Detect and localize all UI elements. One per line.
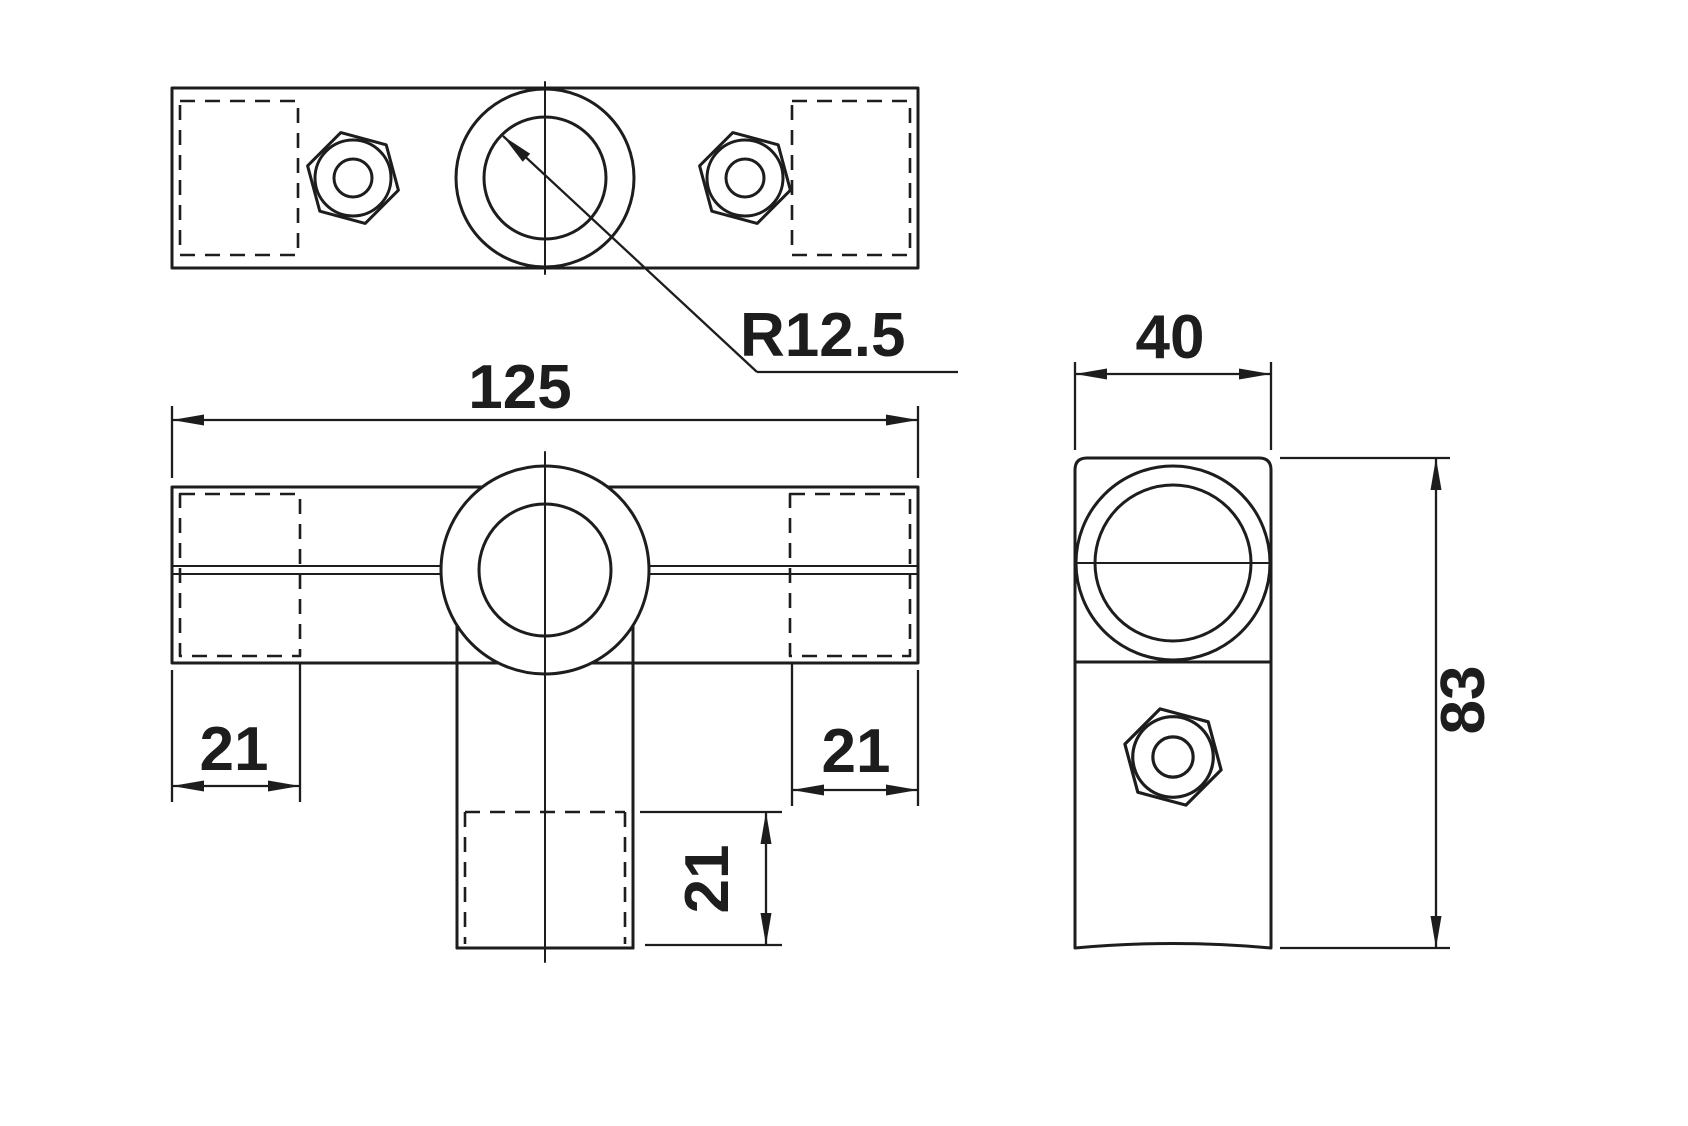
top-view-left-socket-hidden — [178, 99, 300, 257]
top-view-right-socket-hidden — [790, 99, 912, 257]
side-width-label: 40 — [1136, 303, 1205, 372]
socket-right-label: 21 — [822, 717, 891, 786]
hex-nut-right — [698, 131, 792, 225]
dimension-radius: R12.5 — [502, 135, 958, 374]
dimension-overall-width: 125 — [170, 353, 920, 478]
dimensions: R12.5 125 21 21 21 — [170, 135, 1498, 950]
socket-left-label: 21 — [200, 715, 269, 784]
radius-leader-line — [502, 135, 758, 373]
dimension-socket-left: 21 — [170, 664, 302, 802]
top-view — [170, 81, 920, 275]
dimension-socket-bottom: 21 — [640, 810, 782, 947]
dimension-socket-right: 21 — [790, 664, 920, 806]
side-view-body-outline — [1073, 456, 1273, 950]
radius-label: R12.5 — [740, 301, 905, 370]
side-height-label: 83 — [1429, 666, 1498, 735]
hex-nut-side — [1123, 707, 1223, 807]
front-view — [170, 451, 920, 963]
hex-nut-left — [306, 131, 400, 225]
overall-width-label: 125 — [468, 353, 571, 422]
dimension-side-width: 40 — [1073, 303, 1273, 450]
side-view — [1073, 456, 1273, 950]
socket-bottom-label: 21 — [673, 845, 742, 914]
dimension-side-height: 83 — [1280, 456, 1498, 950]
